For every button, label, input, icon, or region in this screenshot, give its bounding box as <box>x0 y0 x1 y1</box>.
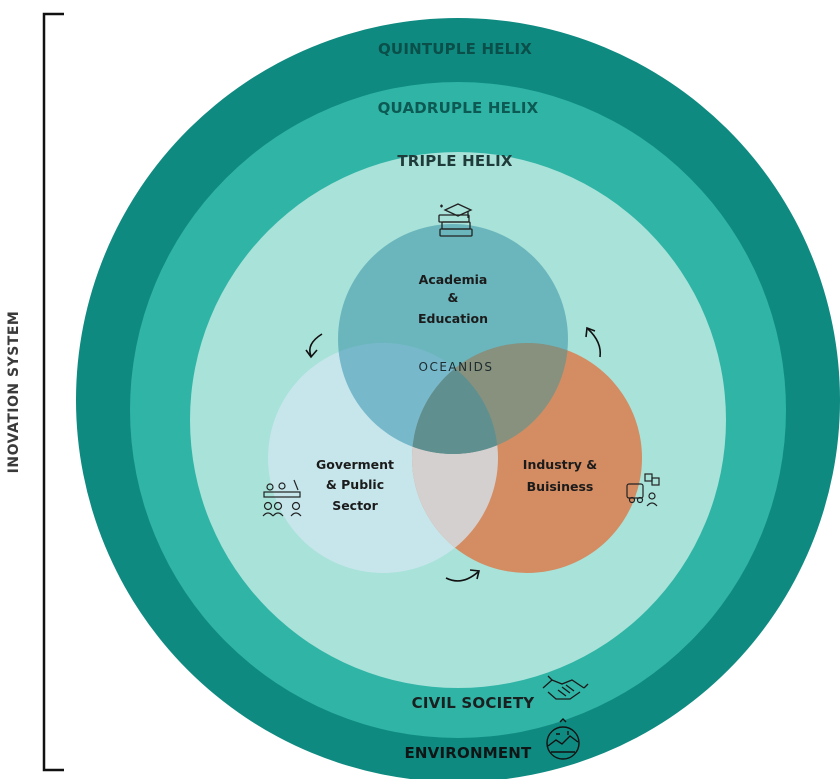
government-label-line2: & Public <box>326 477 384 492</box>
quadruple-helix-label: QUADRUPLE HELIX <box>378 99 539 117</box>
academia-label-line3: Education <box>418 311 488 326</box>
handshake-icon <box>542 675 589 700</box>
industry-label-line2: Buisiness <box>527 479 594 494</box>
government-label-line1: Goverment <box>316 457 394 472</box>
academia-label-line2: & <box>448 290 459 305</box>
civil-society-label: CIVIL SOCIETY <box>412 694 536 712</box>
industry-delivery-icon <box>626 473 660 507</box>
innovation-system-bracket <box>42 12 64 772</box>
cycle-arrow-icon <box>305 333 323 359</box>
cycle-arrow-icon <box>445 569 480 582</box>
innovation-system-label: INOVATION SYSTEM <box>6 311 22 474</box>
triple-helix-label: TRIPLE HELIX <box>397 152 513 170</box>
academia-label-line1: Academia <box>419 272 488 287</box>
industry-label-line1: Industry & <box>523 457 597 472</box>
environment-label: ENVIRONMENT <box>404 744 532 762</box>
education-books-icon <box>438 203 473 237</box>
quintuple-helix-label: QUINTUPLE HELIX <box>378 40 532 58</box>
cycle-arrow-icon <box>585 326 602 358</box>
government-label-line3: Sector <box>332 498 378 513</box>
government-meeting-icon <box>262 479 302 517</box>
oceanids-logo: OCEANIDS <box>419 360 494 374</box>
globe-environment-icon <box>546 718 580 760</box>
triple-overlap <box>412 343 498 454</box>
